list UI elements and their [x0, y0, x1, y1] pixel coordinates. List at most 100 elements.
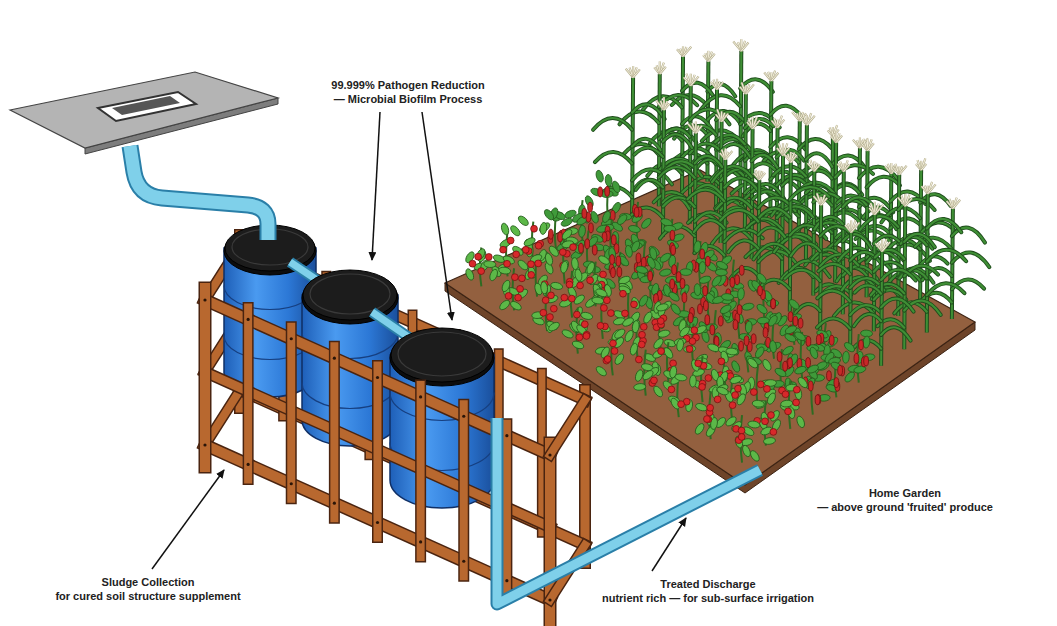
tomato-fruit: [469, 260, 476, 267]
callout-label: 99.999% Pathogen Reduction: [331, 78, 484, 92]
plant-leaf: [726, 347, 740, 360]
tomato-fruit: [600, 271, 607, 278]
pepper-fruit: [793, 316, 798, 326]
tomato-fruit: [768, 412, 775, 419]
pepper-fruit: [744, 336, 749, 346]
pepper-fruit: [783, 361, 788, 371]
pepper-plant: [596, 210, 629, 260]
pepper-fruit: [582, 208, 587, 218]
corn-leaf: [724, 178, 760, 193]
corn-tassel: [725, 151, 732, 159]
corn-tassel: [792, 112, 800, 121]
pepper-fruit: [733, 320, 738, 330]
pepper-fruit: [806, 336, 811, 346]
bolt: [203, 443, 206, 446]
tomato-fruit: [604, 356, 611, 363]
corn-tassel: [664, 103, 669, 109]
plant-leaf: [715, 269, 727, 276]
corn-leaf: [927, 283, 965, 295]
tomato-fruit: [573, 311, 580, 318]
corn-plant: [853, 239, 915, 366]
pipe: [497, 418, 760, 604]
corn-tassel: [696, 126, 702, 133]
pepper-plant: [630, 240, 663, 282]
corn-leaf: [634, 148, 663, 157]
corn-leaf: [759, 208, 790, 217]
tomato-fruit: [475, 253, 482, 260]
pepper-fruit: [864, 356, 869, 366]
plant-leaf: [699, 261, 706, 273]
corn-tassel: [882, 242, 890, 251]
plant-leaf: [561, 328, 575, 339]
corn-tassel: [836, 135, 842, 142]
pepper-fruit: [854, 353, 859, 363]
tomato-fruit: [577, 282, 584, 289]
tomato-fruit: [518, 275, 525, 282]
tomato-fruit: [601, 305, 608, 312]
corn-tassel: [778, 120, 785, 128]
corn-tassel: [928, 184, 936, 193]
pepper-fruit: [739, 341, 744, 351]
corn-tassel: [633, 69, 640, 77]
corn-tassel: [868, 143, 874, 150]
corn-tassel: [764, 72, 771, 81]
tomato-fruit: [750, 389, 757, 396]
plant-leaf: [761, 358, 773, 372]
corn-leaf: [785, 270, 820, 281]
pepper-plant: [730, 321, 766, 374]
corn-leaf: [927, 250, 966, 262]
corn-tassel: [686, 74, 690, 86]
corn-leaf: [920, 256, 947, 265]
tomato-fruit: [735, 385, 742, 392]
leader-arrow: [152, 470, 224, 569]
corn-leaf: [855, 285, 882, 293]
corn-tassel: [717, 109, 721, 121]
plant-leaf: [597, 254, 611, 266]
corn-leaf: [867, 177, 900, 188]
plant-leaf: [539, 222, 547, 235]
tomato-plant: [694, 383, 730, 439]
corn-leaf: [595, 152, 632, 164]
tomato-fruit: [522, 246, 529, 253]
corn-tassel: [717, 82, 723, 89]
tomato-fruit: [691, 327, 698, 334]
plant-leaf: [631, 319, 641, 333]
corn-leaf: [593, 118, 632, 130]
plant-leaf: [726, 347, 739, 355]
corn-tassel: [851, 223, 859, 233]
pepper-plant: [776, 298, 810, 347]
corn-tassel: [683, 47, 691, 57]
corn-tassel: [759, 173, 765, 180]
tomato-fruit: [542, 297, 549, 304]
pepper-fruit: [771, 299, 776, 309]
pepper-fruit: [827, 371, 832, 381]
pepper-fruit: [739, 265, 744, 275]
leader-arrow: [652, 518, 686, 571]
tomato-fruit: [547, 314, 554, 321]
corn-leaf: [952, 228, 985, 243]
plant-leaf: [500, 222, 510, 235]
callout-label: Sludge Collection: [102, 575, 195, 589]
plant-leaf: [680, 269, 692, 276]
corn-leaf: [636, 180, 663, 190]
bolt: [419, 395, 422, 398]
plant-leaf: [544, 252, 554, 265]
pepper-fruit: [815, 395, 820, 405]
tomato-plant: [651, 337, 686, 382]
pepper-fruit: [605, 186, 610, 196]
plant-leaf: [646, 256, 657, 270]
corn-tassel: [733, 42, 741, 52]
tomato-fruit: [517, 285, 524, 292]
corn-tassel: [656, 101, 664, 110]
corn-leaf: [728, 240, 758, 252]
bolt: [333, 502, 336, 505]
bolt: [376, 521, 379, 524]
pepper-fruit: [676, 272, 681, 282]
corn-tassel: [691, 76, 699, 85]
corn-tassel: [875, 205, 883, 215]
corn-tassel: [742, 83, 746, 94]
wood-slat: [374, 366, 382, 538]
corn-tassel: [953, 200, 960, 209]
tomato-fruit: [540, 309, 547, 316]
corn-leaf: [799, 139, 832, 149]
